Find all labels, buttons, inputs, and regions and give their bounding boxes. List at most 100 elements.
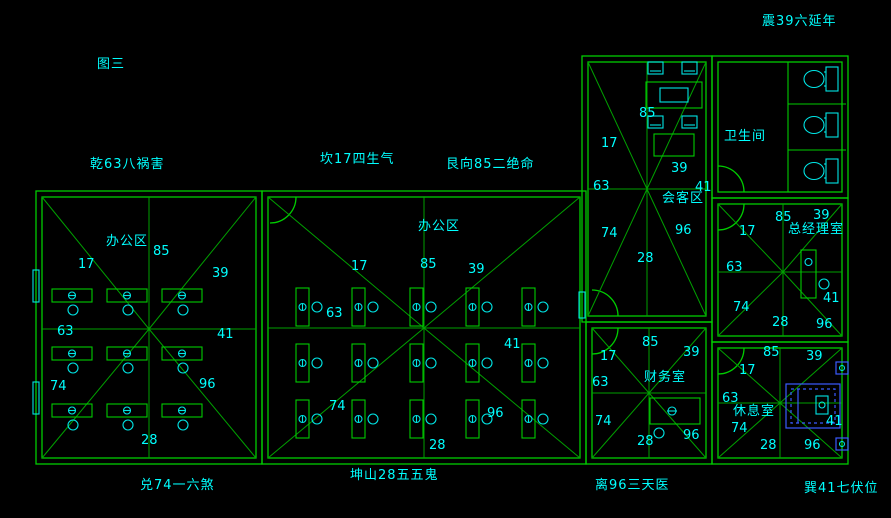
star-number: 39 <box>468 262 485 277</box>
star-number: 28 <box>429 438 446 453</box>
label-dui: 兑74一六煞 <box>140 478 215 493</box>
star-number: 74 <box>329 399 346 414</box>
label-xun: 巽41七伏位 <box>804 481 879 496</box>
star-rays-office-left <box>41 196 257 459</box>
star-number: 63 <box>726 260 743 275</box>
wall-unit-dot <box>838 440 846 448</box>
star-number: 96 <box>683 428 700 443</box>
meeting-table <box>653 133 695 157</box>
star-number: 85 <box>420 257 437 272</box>
meeting-table <box>645 81 703 109</box>
room-label-rest: 休息室 <box>733 403 775 419</box>
star-rays-finance <box>591 327 707 459</box>
star-number: 63 <box>592 375 609 390</box>
star-number: 41 <box>504 337 521 352</box>
star-number: 96 <box>487 406 504 421</box>
finance-desk <box>649 397 701 425</box>
room-label-meeting: 会客区 <box>662 190 704 206</box>
star-number: 28 <box>760 438 777 453</box>
chair <box>818 278 830 290</box>
window-mark <box>578 291 586 319</box>
star-numbers-manager: 17 85 39 63 41 74 96 28 <box>726 208 840 332</box>
star-number: 85 <box>763 345 780 360</box>
furniture <box>51 61 849 451</box>
star-number: 39 <box>813 208 830 223</box>
star-rays-office-right <box>267 196 581 459</box>
star-rays-meeting <box>587 61 707 317</box>
monitor-icon <box>804 257 813 267</box>
star-numbers-finance: 17 85 39 63 74 96 28 <box>592 335 700 449</box>
star-number: 28 <box>141 433 158 448</box>
star-number: 96 <box>804 438 821 453</box>
star-number: 96 <box>675 223 692 238</box>
star-number: 39 <box>683 345 700 360</box>
star-number: 85 <box>153 244 170 259</box>
star-number: 39 <box>671 161 688 176</box>
phone-icon <box>815 395 829 415</box>
star-number: 74 <box>731 421 748 436</box>
label-qian: 乾63八祸害 <box>90 156 165 172</box>
star-number: 17 <box>739 224 756 239</box>
star-number: 17 <box>739 363 756 378</box>
wall-unit-dot <box>838 364 846 372</box>
door-arc <box>591 327 619 355</box>
room-label-bathroom: 卫生间 <box>724 129 766 144</box>
star-number: 85 <box>775 210 792 225</box>
star-number: 74 <box>50 379 67 394</box>
window-mark <box>32 381 40 415</box>
star-number: 63 <box>326 306 343 321</box>
star-number: 96 <box>816 317 833 332</box>
star-rays <box>41 61 843 459</box>
star-number: 41 <box>695 180 712 195</box>
star-number: 17 <box>351 259 368 274</box>
door-arc <box>717 203 745 231</box>
wall-rest-outer <box>711 341 849 465</box>
star-number: 63 <box>57 324 74 339</box>
star-number: 85 <box>642 335 659 350</box>
wall-unit-icon <box>835 437 849 451</box>
phone-dial-icon <box>818 401 826 409</box>
star-number: 63 <box>593 179 610 194</box>
label-kan: 坎17四生气 <box>320 151 395 167</box>
star-number: 74 <box>595 414 612 429</box>
meeting-table-top <box>659 87 689 103</box>
star-number: 28 <box>637 434 654 449</box>
chair <box>653 427 665 439</box>
door-arc <box>591 289 619 317</box>
star-numbers-office-left: 17 85 39 63 41 74 96 28 <box>50 244 234 448</box>
star-number: 41 <box>826 414 843 429</box>
door-arc <box>269 196 297 224</box>
star-number: 96 <box>199 377 216 392</box>
door-arc <box>717 347 745 375</box>
star-numbers-rest: 17 85 39 63 41 74 96 28 <box>722 345 843 453</box>
door-arc <box>717 165 745 193</box>
room-label-manager: 总经理室 <box>788 221 844 237</box>
star-number: 63 <box>722 391 739 406</box>
window-mark <box>32 269 40 303</box>
star-number: 74 <box>733 300 750 315</box>
bed <box>785 383 841 429</box>
star-number: 17 <box>601 136 618 151</box>
room-label-finance: 财务室 <box>644 369 686 385</box>
manager-desk <box>800 249 817 299</box>
door-arcs <box>269 165 745 375</box>
star-number: 41 <box>823 291 840 306</box>
wall-manager-inner <box>717 203 843 337</box>
star-rays-rest <box>717 347 843 459</box>
star-number: 41 <box>217 327 234 342</box>
star-number: 28 <box>772 315 789 330</box>
label-zhen: 震39六延年 <box>762 14 837 29</box>
star-rays-manager <box>717 203 843 337</box>
star-number: 85 <box>639 106 656 121</box>
room-label-office-left: 办公区 <box>106 234 148 249</box>
room-label-office-right: 办公区 <box>418 219 460 234</box>
star-numbers-meeting: 17 85 39 63 41 74 96 28 <box>593 106 712 266</box>
star-number: 39 <box>212 266 229 281</box>
star-number: 28 <box>637 251 654 266</box>
label-li: 离96三天医 <box>595 477 670 493</box>
star-number: 17 <box>78 257 95 272</box>
star-number: 74 <box>601 226 618 241</box>
label-kun: 坤山28五五鬼 <box>350 467 439 483</box>
